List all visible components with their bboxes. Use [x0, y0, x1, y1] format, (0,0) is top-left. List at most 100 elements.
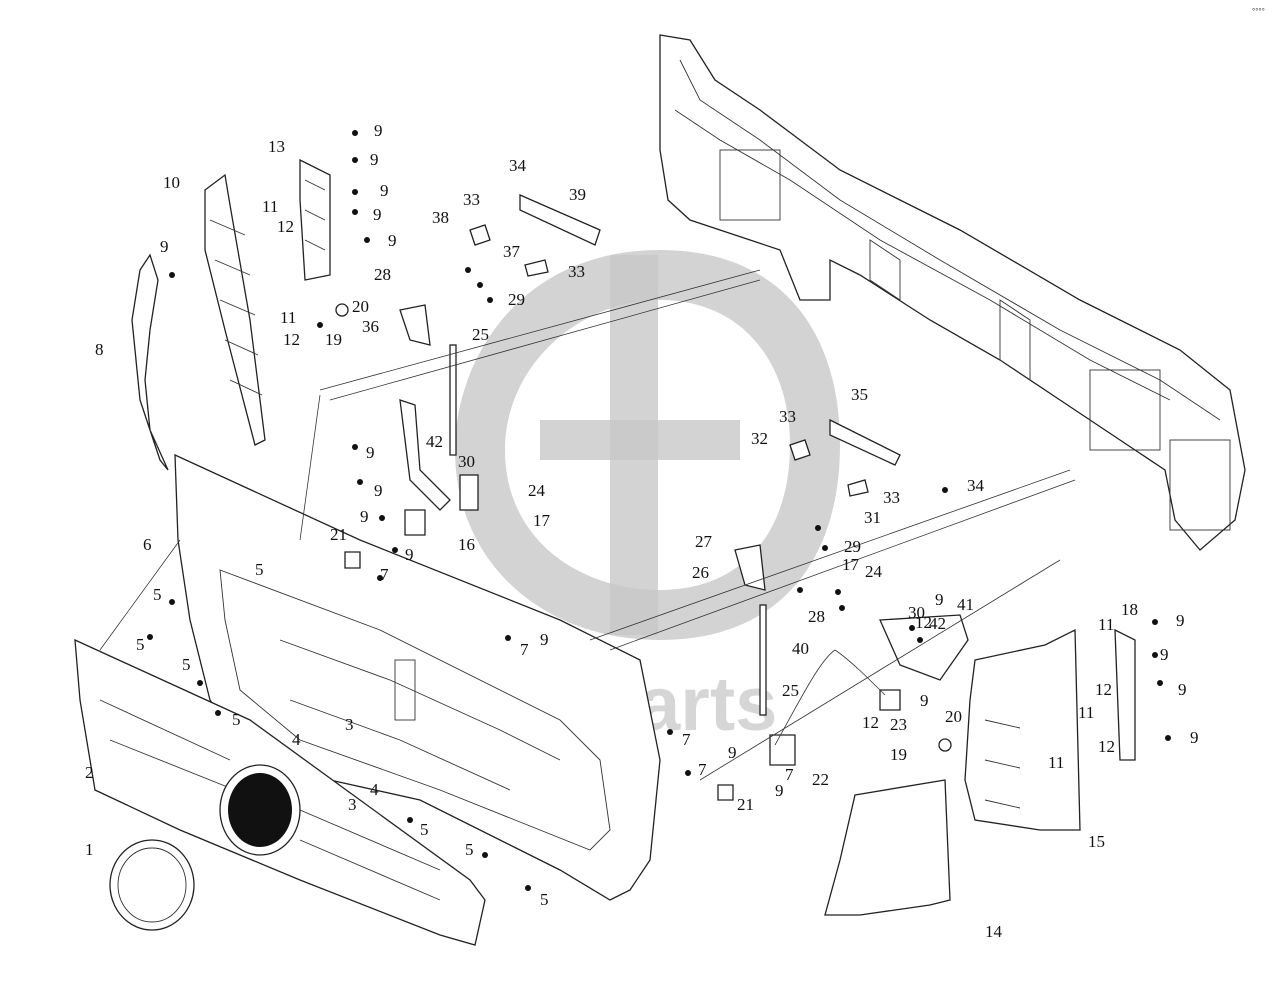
- part-label-9: 9: [1176, 611, 1185, 630]
- part-label-12: 12: [915, 613, 932, 632]
- part-label-38: 38: [432, 208, 449, 227]
- part-label-30: 30: [908, 603, 925, 622]
- part-label-19: 19: [325, 330, 342, 349]
- part-label-31: 31: [864, 508, 881, 527]
- corner-mark: °°°°: [1252, 7, 1265, 16]
- part-label-18: 18: [1121, 600, 1138, 619]
- part-label-32: 32: [751, 429, 768, 448]
- part-label-6: 6: [143, 535, 152, 554]
- part-label-17: 17: [842, 555, 860, 574]
- reference-lines: [99, 269, 1076, 781]
- part-label-21: 21: [737, 795, 754, 814]
- part-label-9: 9: [775, 781, 784, 800]
- part-label-29: 29: [508, 290, 525, 309]
- part-label-9: 9: [380, 181, 389, 200]
- part-label-33: 33: [463, 190, 480, 209]
- part-label-25: 25: [782, 681, 799, 700]
- part-label-20: 20: [352, 297, 369, 316]
- part-label-7: 7: [682, 730, 691, 749]
- part-label-40: 40: [792, 639, 809, 658]
- part-label-12: 12: [277, 217, 294, 236]
- part-label-28: 28: [374, 265, 391, 284]
- part-label-1: 1: [85, 840, 94, 859]
- part-label-21: 21: [330, 525, 347, 544]
- watermark-logo: [455, 250, 840, 640]
- part-label-24: 24: [528, 481, 546, 500]
- part-label-9: 9: [388, 231, 397, 250]
- part-label-33: 33: [568, 262, 585, 281]
- part-label-42: 42: [929, 614, 946, 633]
- part-label-5: 5: [465, 840, 474, 859]
- part-label-19: 19: [890, 745, 907, 764]
- part-label-9: 9: [374, 481, 383, 500]
- emblem-ring: [109, 839, 195, 931]
- part-label-33: 33: [883, 488, 900, 507]
- fasteners: [147, 130, 1171, 891]
- part-label-3: 3: [345, 715, 354, 734]
- part-label-9: 9: [160, 237, 169, 256]
- part-label-24: 24: [865, 562, 883, 581]
- part-label-35: 35: [851, 385, 868, 404]
- part-label-12: 12: [283, 330, 300, 349]
- part-label-8: 8: [95, 340, 104, 359]
- part-label-5: 5: [153, 585, 162, 604]
- part-label-5: 5: [136, 635, 145, 654]
- part-label-2: 2: [85, 763, 94, 782]
- part-label-9: 9: [728, 743, 737, 762]
- part-label-7: 7: [785, 765, 794, 784]
- part-label-4: 4: [292, 730, 301, 749]
- part-label-41: 41: [957, 595, 974, 614]
- part-label-13: 13: [268, 137, 285, 156]
- part-label-11: 11: [262, 197, 278, 216]
- part-label-17: 17: [533, 511, 551, 530]
- part-label-29: 29: [844, 537, 861, 556]
- part-label-12: 12: [1098, 737, 1115, 756]
- part-label-27: 27: [695, 532, 713, 551]
- part-label-33: 33: [779, 407, 796, 426]
- part-label-36: 36: [362, 317, 379, 336]
- part-label-11: 11: [1098, 615, 1114, 634]
- part-label-9: 9: [1190, 728, 1199, 747]
- part-label-3: 3: [348, 795, 357, 814]
- part-label-28: 28: [808, 607, 825, 626]
- part-label-9: 9: [920, 691, 929, 710]
- part-label-11: 11: [280, 308, 296, 327]
- part-label-9: 9: [370, 150, 379, 169]
- part-label-9: 9: [405, 545, 414, 564]
- part-label-34: 34: [509, 156, 527, 175]
- part-label-11: 11: [1048, 753, 1064, 772]
- part-label-5: 5: [232, 710, 241, 729]
- part-label-22: 22: [812, 770, 829, 789]
- part-label-37: 37: [503, 242, 521, 261]
- part-label-7: 7: [380, 565, 389, 584]
- part-label-26: 26: [692, 563, 709, 582]
- part-label-34: 34: [967, 476, 985, 495]
- part-label-9: 9: [360, 507, 369, 526]
- part-label-10: 10: [163, 173, 180, 192]
- part-label-4: 4: [370, 780, 379, 799]
- part-label-9: 9: [1178, 680, 1187, 699]
- cab-frame: [659, 34, 1246, 551]
- hood-panel: [174, 453, 661, 901]
- side-trim-left: [131, 158, 331, 471]
- part-label-5: 5: [255, 560, 264, 579]
- part-label-5: 5: [540, 890, 549, 909]
- part-label-42: 42: [426, 432, 443, 451]
- part-label-9: 9: [373, 205, 382, 224]
- part-label-7: 7: [698, 760, 707, 779]
- part-label-5: 5: [182, 655, 191, 674]
- part-label-11: 11: [1078, 703, 1094, 722]
- part-label-25: 25: [472, 325, 489, 344]
- part-label-9: 9: [366, 443, 375, 462]
- front-grille: [74, 638, 486, 946]
- small-parts: [335, 194, 952, 801]
- part-label-39: 39: [569, 185, 586, 204]
- part-label-30: 30: [458, 452, 475, 471]
- part-label-9: 9: [540, 630, 549, 649]
- part-label-7: 7: [520, 640, 529, 659]
- part-label-9: 9: [935, 590, 944, 609]
- part-label-9: 9: [374, 121, 383, 140]
- part-label-5: 5: [420, 820, 429, 839]
